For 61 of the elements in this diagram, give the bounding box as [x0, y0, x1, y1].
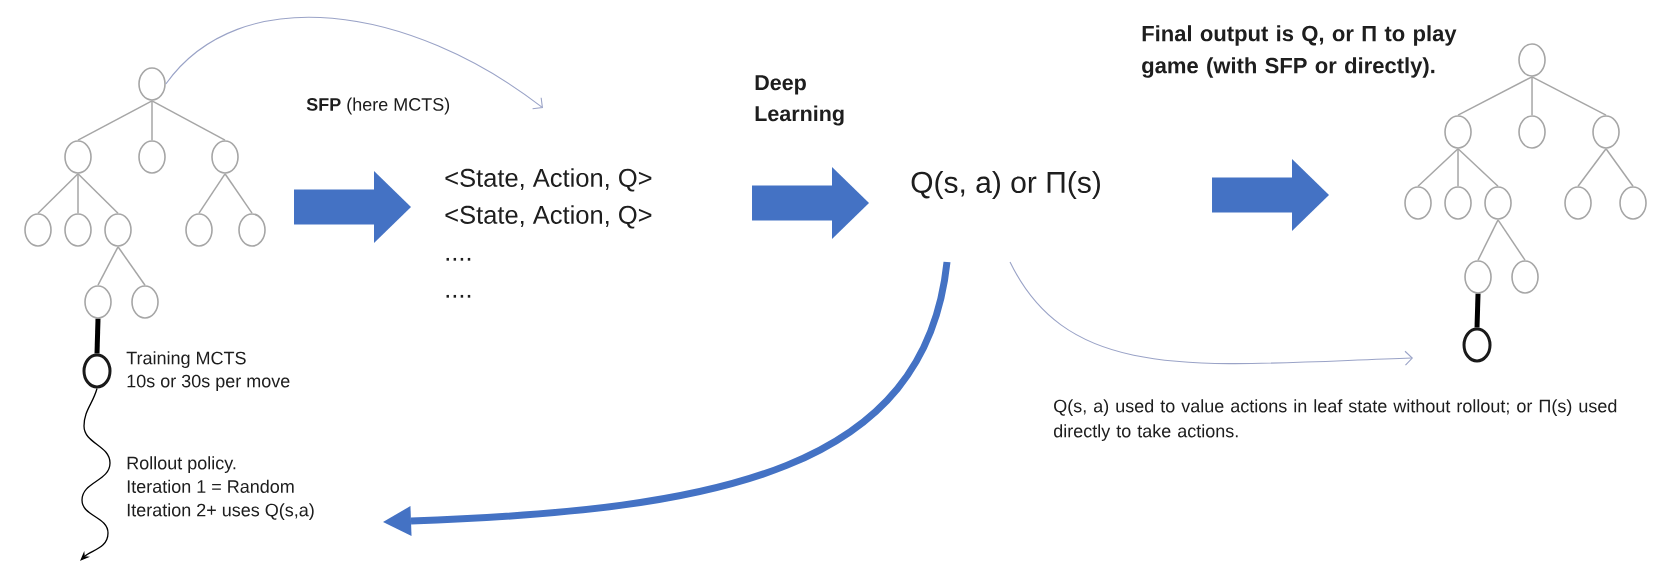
tree-node — [64, 140, 92, 174]
tree-branch — [198, 173, 226, 214]
tree-node — [185, 213, 213, 247]
tree-node — [138, 140, 166, 174]
tree-node — [1404, 186, 1432, 220]
tree-branch — [77, 173, 79, 214]
tree-branch — [1577, 148, 1607, 187]
tree-node — [104, 213, 132, 247]
tree-branch — [151, 100, 153, 141]
tree-node — [211, 140, 239, 174]
tree-node — [1564, 186, 1592, 220]
tree-branch — [1531, 76, 1533, 116]
tree-node — [1444, 115, 1472, 149]
output-heading: Final output is Q, or Π to play game (with SFP or directly). — [1142, 25, 1457, 78]
tree-branch — [224, 173, 253, 214]
leaf-node — [1462, 327, 1492, 363]
tree-branch — [151, 100, 226, 141]
tree-node — [24, 213, 52, 247]
tree-node — [84, 285, 112, 319]
tree-node — [1518, 115, 1546, 149]
tree-branch — [1497, 219, 1526, 261]
tree-node — [138, 67, 166, 101]
tree-branch — [77, 173, 119, 214]
tree-node — [1619, 186, 1647, 220]
curved-arrow — [383, 261, 951, 536]
rollout-note: Rollout policy. Iteration 1 = Random Iteration 2+ uses Q(s,a) — [127, 456, 314, 520]
tuple-list: <State, Action, Q> <State, Action, Q> .... .... — [445, 168, 652, 298]
tree-branch — [1457, 148, 1459, 187]
tree-branch — [94, 318, 101, 354]
tree-branch — [1457, 76, 1533, 116]
arrow-note: Q(s, a) used to value actions in leaf state without rollout; or Π(s) used directly to take actions. — [1053, 399, 1617, 441]
block-arrow — [1212, 159, 1329, 231]
tree-branch — [1477, 219, 1499, 261]
step-label: SFP (here MCTS) — [306, 97, 450, 115]
tree-branch — [97, 246, 119, 286]
step-label: Deep Learning — [755, 75, 844, 126]
tree-node — [64, 213, 92, 247]
tree-branch — [1531, 76, 1607, 116]
tree-branch — [117, 246, 146, 286]
function-text: Q(s, a) or Π(s) — [911, 171, 1100, 199]
tree-node — [131, 285, 159, 319]
tree-node — [1518, 43, 1546, 77]
tree-branch — [1605, 148, 1634, 187]
node-caption: Training MCTS 10s or 30s per move — [126, 351, 290, 391]
block-arrow — [752, 167, 869, 239]
curved-arrow — [165, 16, 543, 110]
tree-node — [238, 213, 266, 247]
tree-branch — [1474, 293, 1481, 328]
curved-arrow — [1009, 261, 1413, 366]
tree-branch — [1417, 148, 1459, 187]
tree-branch — [37, 173, 79, 214]
tree-branch — [1457, 148, 1499, 187]
tree-branch — [77, 100, 153, 141]
tree-node — [1484, 186, 1512, 220]
tree-node — [1592, 115, 1620, 149]
tree-node — [1464, 260, 1492, 294]
tree-node — [1511, 260, 1539, 294]
wavy-arrow — [80, 387, 111, 561]
leaf-node — [82, 353, 112, 389]
block-arrow — [294, 171, 411, 243]
tree-node — [1444, 186, 1472, 220]
